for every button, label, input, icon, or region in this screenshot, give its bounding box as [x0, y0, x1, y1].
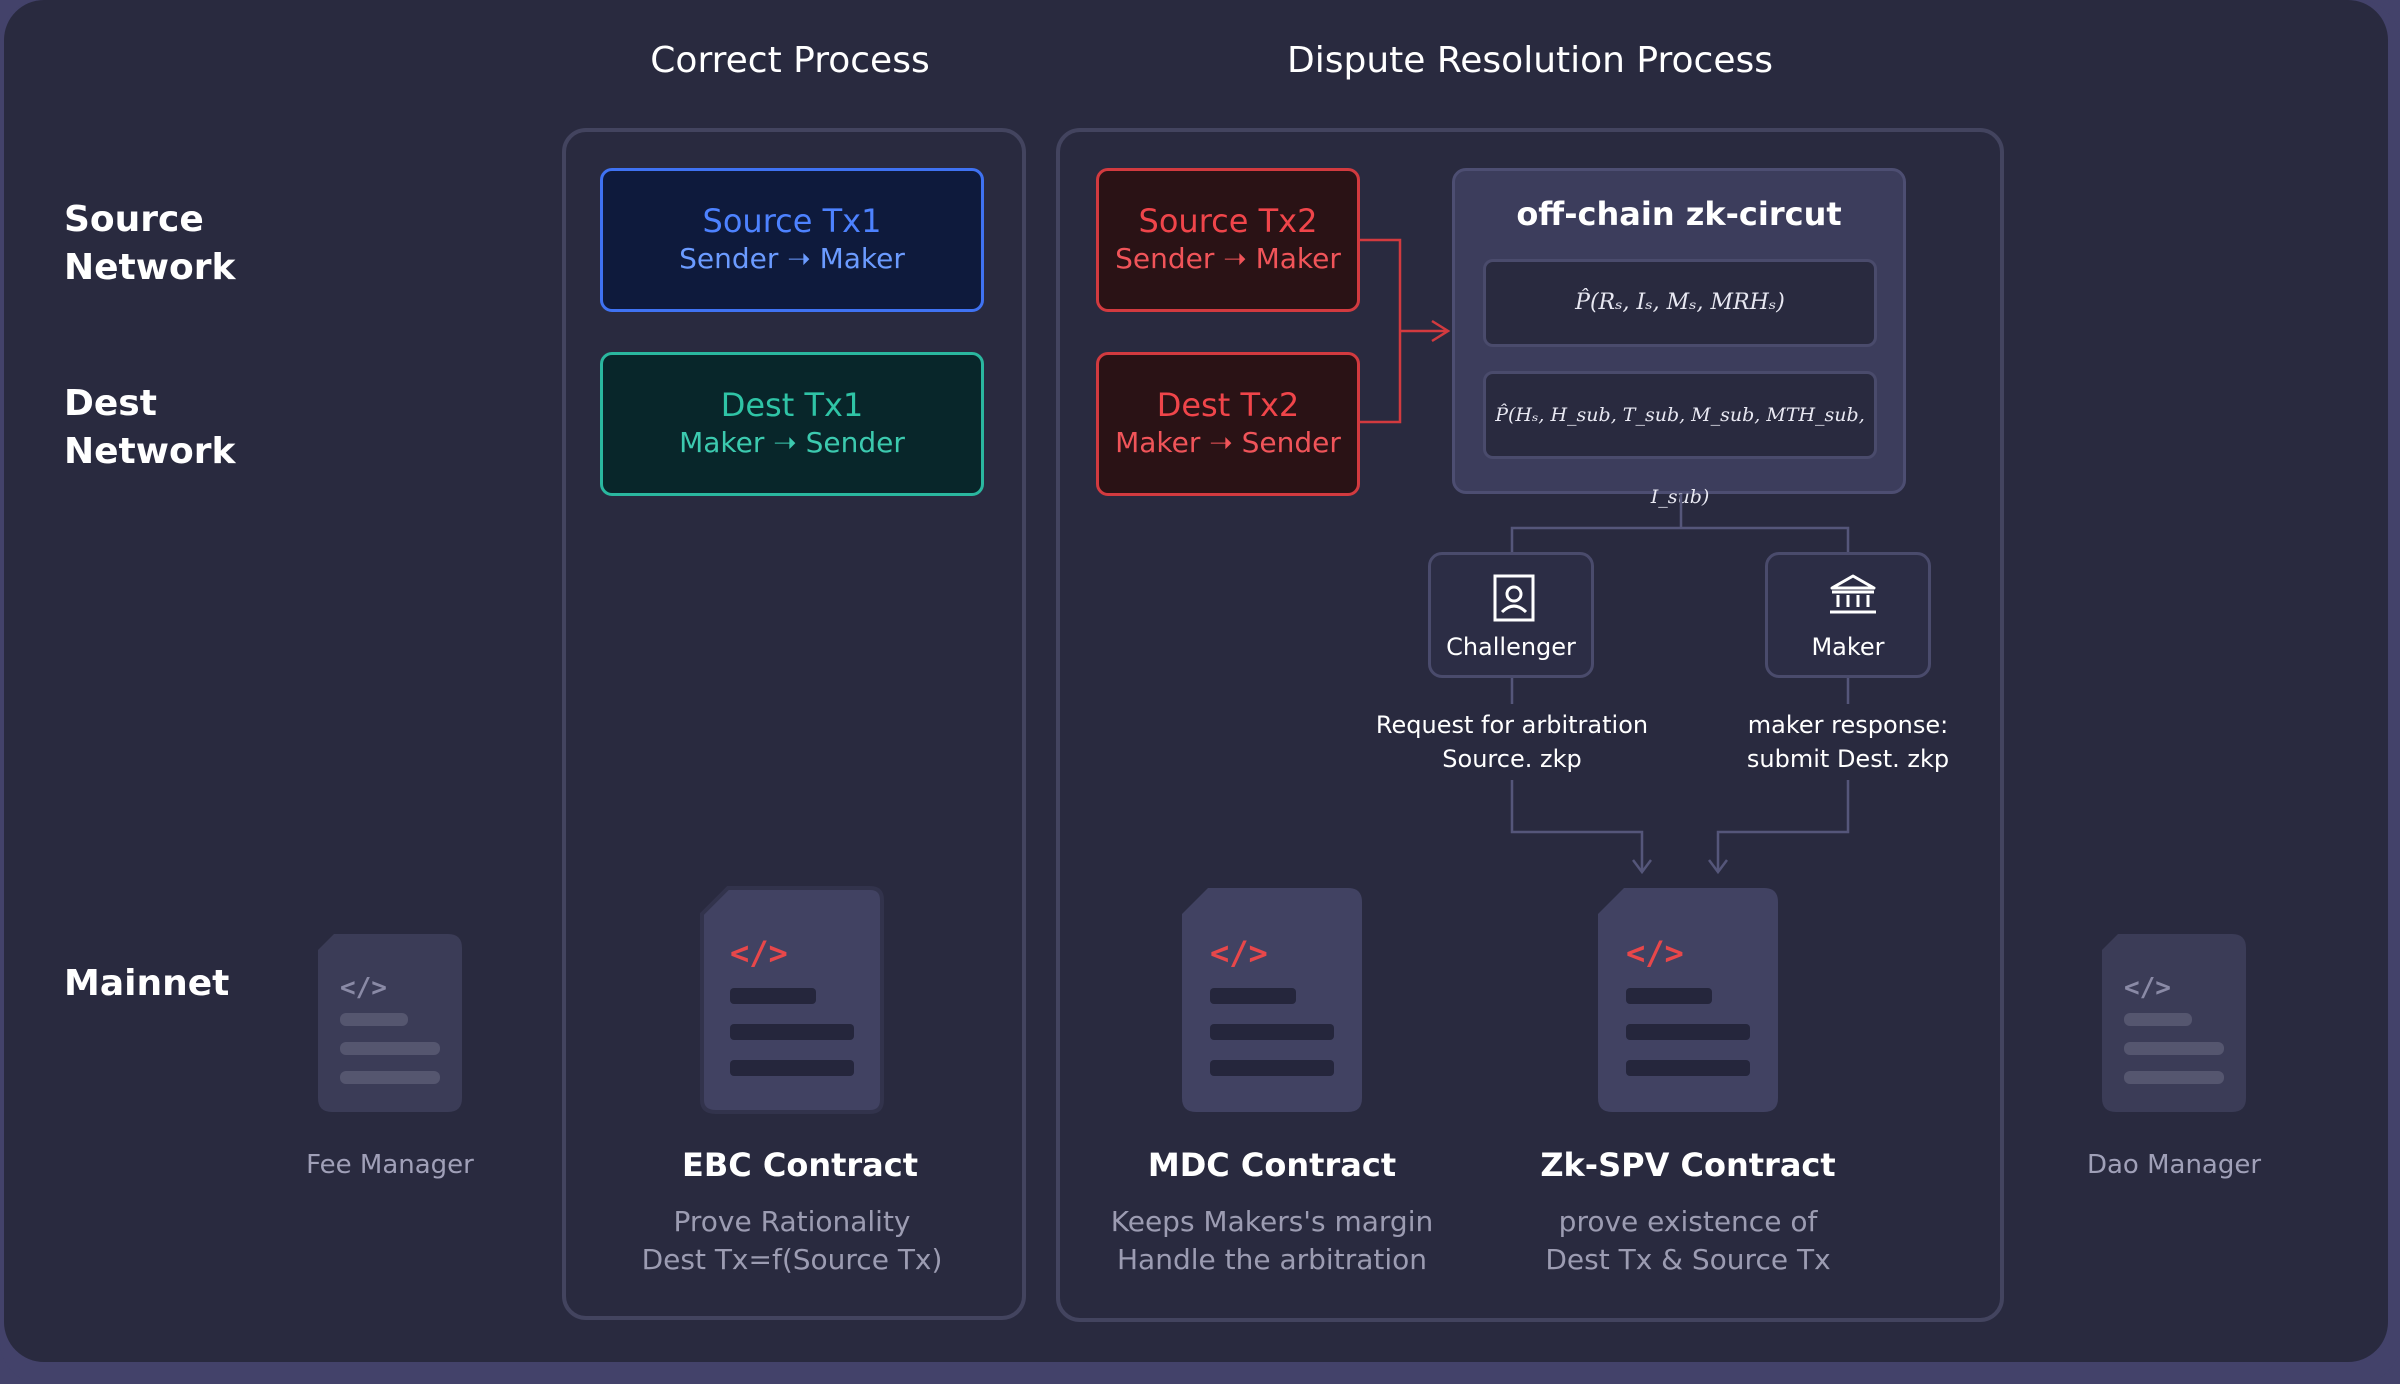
dest-tx2-flow: Maker ➝ Sender	[1115, 426, 1341, 459]
mdc-contract-name: MDC Contract	[1147, 1146, 1397, 1184]
dest-tx2-box[interactable]: Dest Tx2 Maker ➝ Sender	[1096, 352, 1360, 496]
dao-manager-label: Dao Manager	[2086, 1150, 2262, 1180]
row-label-dest: Dest Network	[64, 380, 235, 476]
dest-tx1-box[interactable]: Dest Tx1 Maker ➝ Sender	[600, 352, 984, 496]
dest-tx1-flow: Maker ➝ Sender	[679, 426, 905, 459]
dest-tx2-title: Dest Tx2	[1156, 386, 1300, 424]
circuit-formula-dest: P̂(Hₛ, H_sub, T_sub, M_sub, MTH_sub, I_s…	[1483, 371, 1877, 508]
zkspv-code-glyph: </>	[1626, 934, 1684, 972]
dest-tx1-title: Dest Tx1	[720, 386, 864, 424]
source-tx2-flow: Sender ➝ Maker	[1115, 242, 1341, 275]
fee-manager-document-icon: </>	[318, 934, 462, 1112]
row-label-source: Source Network	[64, 196, 235, 292]
row-label-source-line2: Network	[64, 247, 236, 288]
zkspv-desc-line2: Dest Tx & Source Tx	[1545, 1243, 1831, 1276]
circuit-formula-source: P̂(Rₛ, Iₛ, Mₛ, MRHₛ)	[1483, 259, 1877, 347]
row-label-dest-line2: Network	[64, 431, 236, 472]
fee-manager-code-glyph: </>	[340, 973, 387, 1003]
source-tx2-box[interactable]: Source Tx2 Sender ➝ Maker	[1096, 168, 1360, 312]
challenger-note-line1: Request for arbitration	[1375, 711, 1649, 739]
mdc-code-glyph: </>	[1210, 934, 1268, 972]
mdc-contract-document-icon: </>	[1182, 888, 1362, 1112]
mdc-desc-line2: Handle the arbitration	[1117, 1243, 1427, 1276]
source-tx1-title: Source Tx1	[702, 202, 882, 240]
ebc-desc-line2: Dest Tx=f(Source Tx)	[641, 1243, 943, 1276]
row-label-source-line1: Source	[64, 199, 204, 240]
mdc-desc-line1: Keeps Makers's margin	[1110, 1205, 1434, 1238]
source-tx1-box[interactable]: Source Tx1 Sender ➝ Maker	[600, 168, 984, 312]
dao-manager-document-icon: </>	[2102, 934, 2246, 1112]
mdc-contract-desc: Keeps Makers's margin Handle the arbitra…	[1072, 1203, 1472, 1279]
bank-icon	[1830, 574, 1876, 614]
challenger-label: Challenger	[1446, 633, 1576, 661]
maker-label: Maker	[1811, 633, 1885, 661]
zkspv-desc-line1: prove existence of	[1558, 1205, 1818, 1238]
dispute-process-panel	[1056, 128, 2004, 1322]
maker-box[interactable]: Maker	[1765, 552, 1931, 678]
source-tx1-flow: Sender ➝ Maker	[679, 242, 905, 275]
zkspv-contract-name: Zk-SPV Contract	[1540, 1146, 1836, 1184]
ebc-contract-name: EBC Contract	[681, 1146, 919, 1184]
source-tx2-title: Source Tx2	[1138, 202, 1318, 240]
ebc-contract-document-icon: </>	[700, 886, 884, 1114]
circuit-arrowhead	[1431, 319, 1451, 343]
maker-note-line2: submit Dest. zkp	[1746, 745, 1950, 773]
dao-manager-code-glyph: </>	[2124, 973, 2171, 1003]
ebc-contract-desc: Prove Rationality Dest Tx=f(Source Tx)	[600, 1203, 984, 1279]
maker-note-line1: maker response:	[1747, 711, 1949, 739]
zkspv-contract-desc: prove existence of Dest Tx & Source Tx	[1488, 1203, 1888, 1279]
ebc-desc-line1: Prove Rationality	[673, 1205, 911, 1238]
zk-circuit-title: off-chain zk-circut	[1516, 195, 1842, 233]
maker-to-zkspv-arrowhead	[1708, 859, 1728, 875]
challenger-note-line2: Source. zkp	[1442, 745, 1582, 773]
zk-circuit-box[interactable]: off-chain zk-circut P̂(Rₛ, Iₛ, Mₛ, MRHₛ)…	[1452, 168, 1906, 508]
zkspv-contract-document-icon: </>	[1598, 888, 1778, 1112]
ebc-code-glyph: </>	[730, 934, 788, 972]
challenger-to-zkspv-arrowhead	[1632, 859, 1652, 875]
circuit-to-roles-connector	[1510, 494, 1850, 552]
challenger-id-badge-icon	[1493, 574, 1535, 622]
column-title-correct: Correct Process	[650, 40, 930, 81]
row-label-dest-line1: Dest	[64, 383, 157, 424]
column-title-dispute: Dispute Resolution Process	[1287, 40, 1773, 81]
maker-to-zkspv-line	[1716, 780, 1850, 870]
maker-note: maker response: submit Dest. zkp	[1688, 708, 2008, 776]
row-label-mainnet: Mainnet	[64, 963, 230, 1004]
challenger-to-zkspv-line	[1510, 780, 1644, 870]
challenger-note: Request for arbitration Source. zkp	[1352, 708, 1672, 776]
fee-manager-label: Fee Manager	[306, 1150, 474, 1180]
challenger-box[interactable]: Challenger	[1428, 552, 1594, 678]
correct-process-panel	[562, 128, 1026, 1320]
